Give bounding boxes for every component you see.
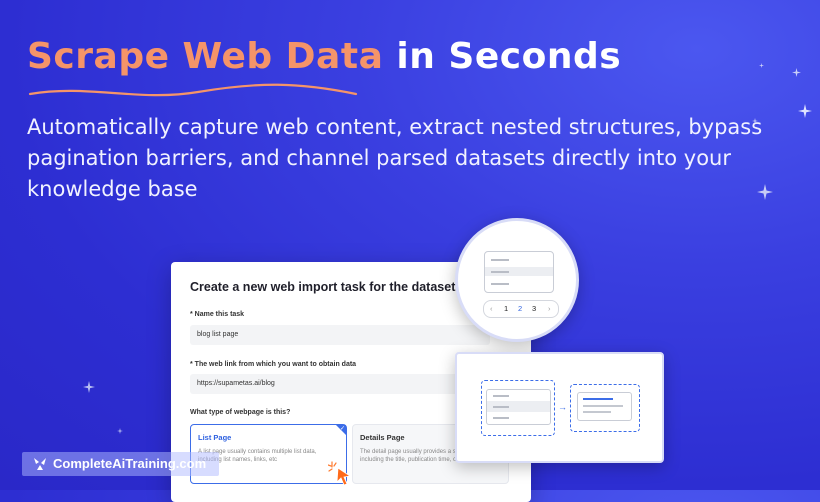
sparkle-icon	[798, 104, 812, 118]
hero-title: Scrape Web Data in Seconds	[27, 36, 621, 77]
task-name-label: * Name this task	[190, 311, 245, 318]
watermark-badge: CompleteAiTraining.com	[22, 452, 219, 476]
arrow-right-icon: →	[558, 402, 567, 412]
detail-selection-box	[570, 384, 640, 432]
page-1[interactable]: 1	[504, 304, 509, 313]
watermark-text: CompleteAiTraining.com	[53, 456, 207, 471]
page-3[interactable]: 3	[532, 304, 537, 313]
list-item	[485, 267, 553, 276]
web-link-label: * The web link from which you want to ob…	[190, 361, 357, 368]
hero-subtitle: Automatically capture web content, extra…	[27, 115, 763, 201]
list-page-option-desc: A list page usually contains multiple li…	[198, 449, 317, 463]
list-preview	[484, 251, 554, 293]
logo-icon	[34, 458, 46, 470]
list-page-option-title: List Page	[198, 433, 232, 442]
prev-page-button[interactable]: ‹	[490, 304, 493, 313]
sparkle-icon	[83, 381, 95, 393]
sparkle-icon	[757, 184, 773, 200]
web-link-input[interactable]: https://supametas.ai/blog	[190, 374, 490, 394]
task-name-input[interactable]: blog list page	[190, 325, 490, 345]
list-selection-box	[481, 380, 555, 436]
list-item	[485, 279, 553, 288]
sparkle-icon	[759, 63, 764, 68]
hero-title-accent: Scrape Web Data	[27, 36, 384, 77]
next-page-button[interactable]: ›	[548, 304, 551, 313]
sparkle-icon	[792, 68, 801, 77]
list-to-detail-illustration: →	[455, 352, 664, 463]
selected-check-icon: ✓	[336, 425, 346, 435]
list-item	[485, 255, 553, 264]
hero-title-rest: in Seconds	[396, 36, 622, 77]
sparkle-icon	[752, 118, 758, 124]
pagination-bar: ‹ 1 2 3 ›	[483, 300, 559, 318]
form-title: Create a new web import task for the dat…	[190, 280, 456, 294]
details-page-option-title: Details Page	[360, 433, 405, 442]
underline-wave-icon	[28, 83, 358, 97]
page-2-current[interactable]: 2	[518, 304, 523, 313]
sparkle-icon	[117, 428, 123, 434]
pagination-illustration: ‹ 1 2 3 ›	[455, 218, 579, 342]
details-page-option-desc: The detail page usually provides a summa…	[360, 449, 485, 463]
page-type-question: What type of webpage is this?	[190, 409, 291, 416]
cursor-click-icon	[328, 461, 352, 486]
